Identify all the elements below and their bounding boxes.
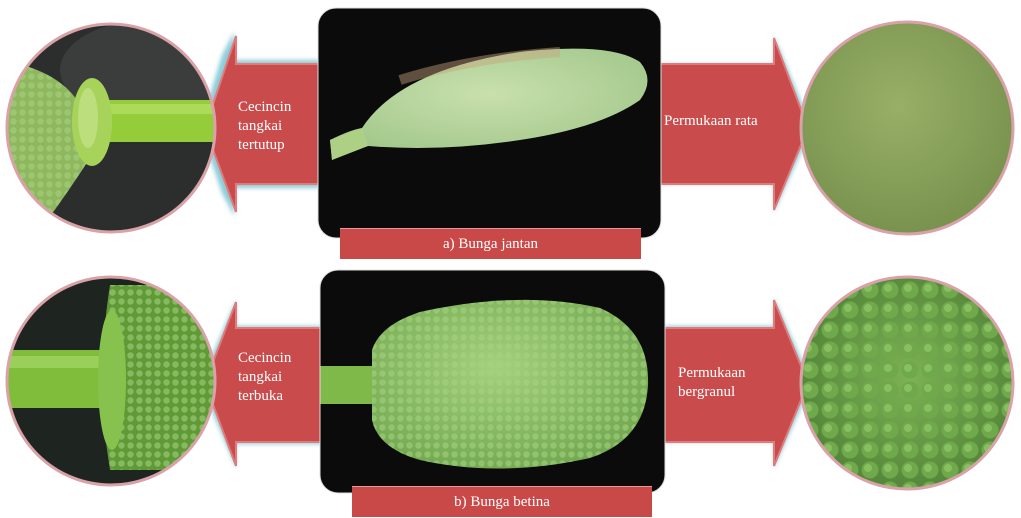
open-stalk-ring-closeup-icon: [0, 270, 220, 500]
closed-stalk-ring-closeup-icon: [0, 20, 240, 240]
caption-female-flower: b) Bunga betina: [352, 486, 652, 517]
bottom-right-arrow-label: Permukaan bergranul: [678, 364, 774, 402]
bottom-left-arrow-label: Cecincin tangkai terbuka: [238, 349, 316, 406]
male-flower-photo: [318, 8, 661, 238]
female-flower-photo: [320, 270, 665, 493]
smooth-surface-closeup-icon: [790, 10, 1021, 250]
caption-male-flower: a) Bunga jantan: [340, 228, 641, 259]
top-left-arrow-label: Cecincin tangkai tertutup: [238, 98, 314, 155]
granular-surface-closeup-icon: [790, 270, 1021, 510]
top-right-arrow-label: Permukaan rata: [664, 112, 774, 131]
